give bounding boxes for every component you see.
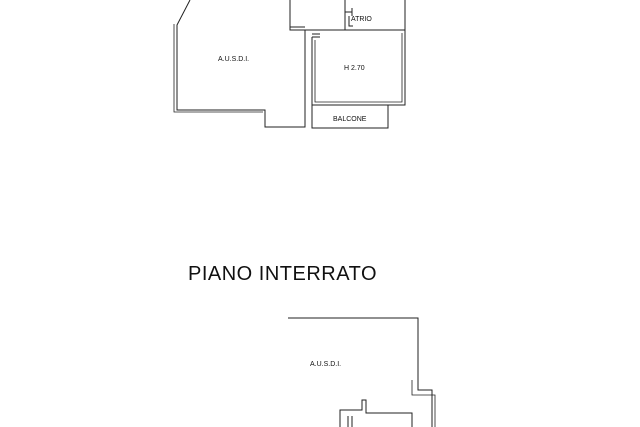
upper-floor-plan: ATRIO H 2.70 BALCONE A.U.S.D.I. bbox=[173, 0, 406, 129]
basement-inner-wall bbox=[411, 380, 436, 427]
ausdi-label-basement: A.U.S.D.I. bbox=[310, 361, 341, 368]
ausdi-room-inner-wall bbox=[173, 24, 263, 113]
basement-partition bbox=[339, 399, 413, 427]
balcone-label: BALCONE bbox=[333, 116, 367, 123]
basement-step bbox=[347, 416, 353, 427]
room-height-label: H 2.70 bbox=[344, 65, 365, 72]
upper-corridor-wall bbox=[289, 0, 305, 28]
atrio-walls bbox=[344, 0, 406, 105]
room-h270-inner-wall bbox=[314, 33, 403, 103]
atrio-door-stub bbox=[348, 16, 353, 27]
basement-title: PIANO INTERRATO bbox=[188, 263, 377, 285]
partition-wall bbox=[305, 0, 346, 31]
ausdi-label-upper: A.U.S.D.I. bbox=[218, 56, 249, 63]
balcone-outline bbox=[311, 105, 389, 129]
atrio-label: ATRIO bbox=[351, 16, 372, 23]
room-h270-walls bbox=[311, 29, 406, 106]
basement-outer-wall bbox=[288, 317, 433, 427]
basement-floor-plan: A.U.S.D.I. bbox=[288, 317, 436, 427]
ausdi-room-walls bbox=[176, 0, 306, 128]
